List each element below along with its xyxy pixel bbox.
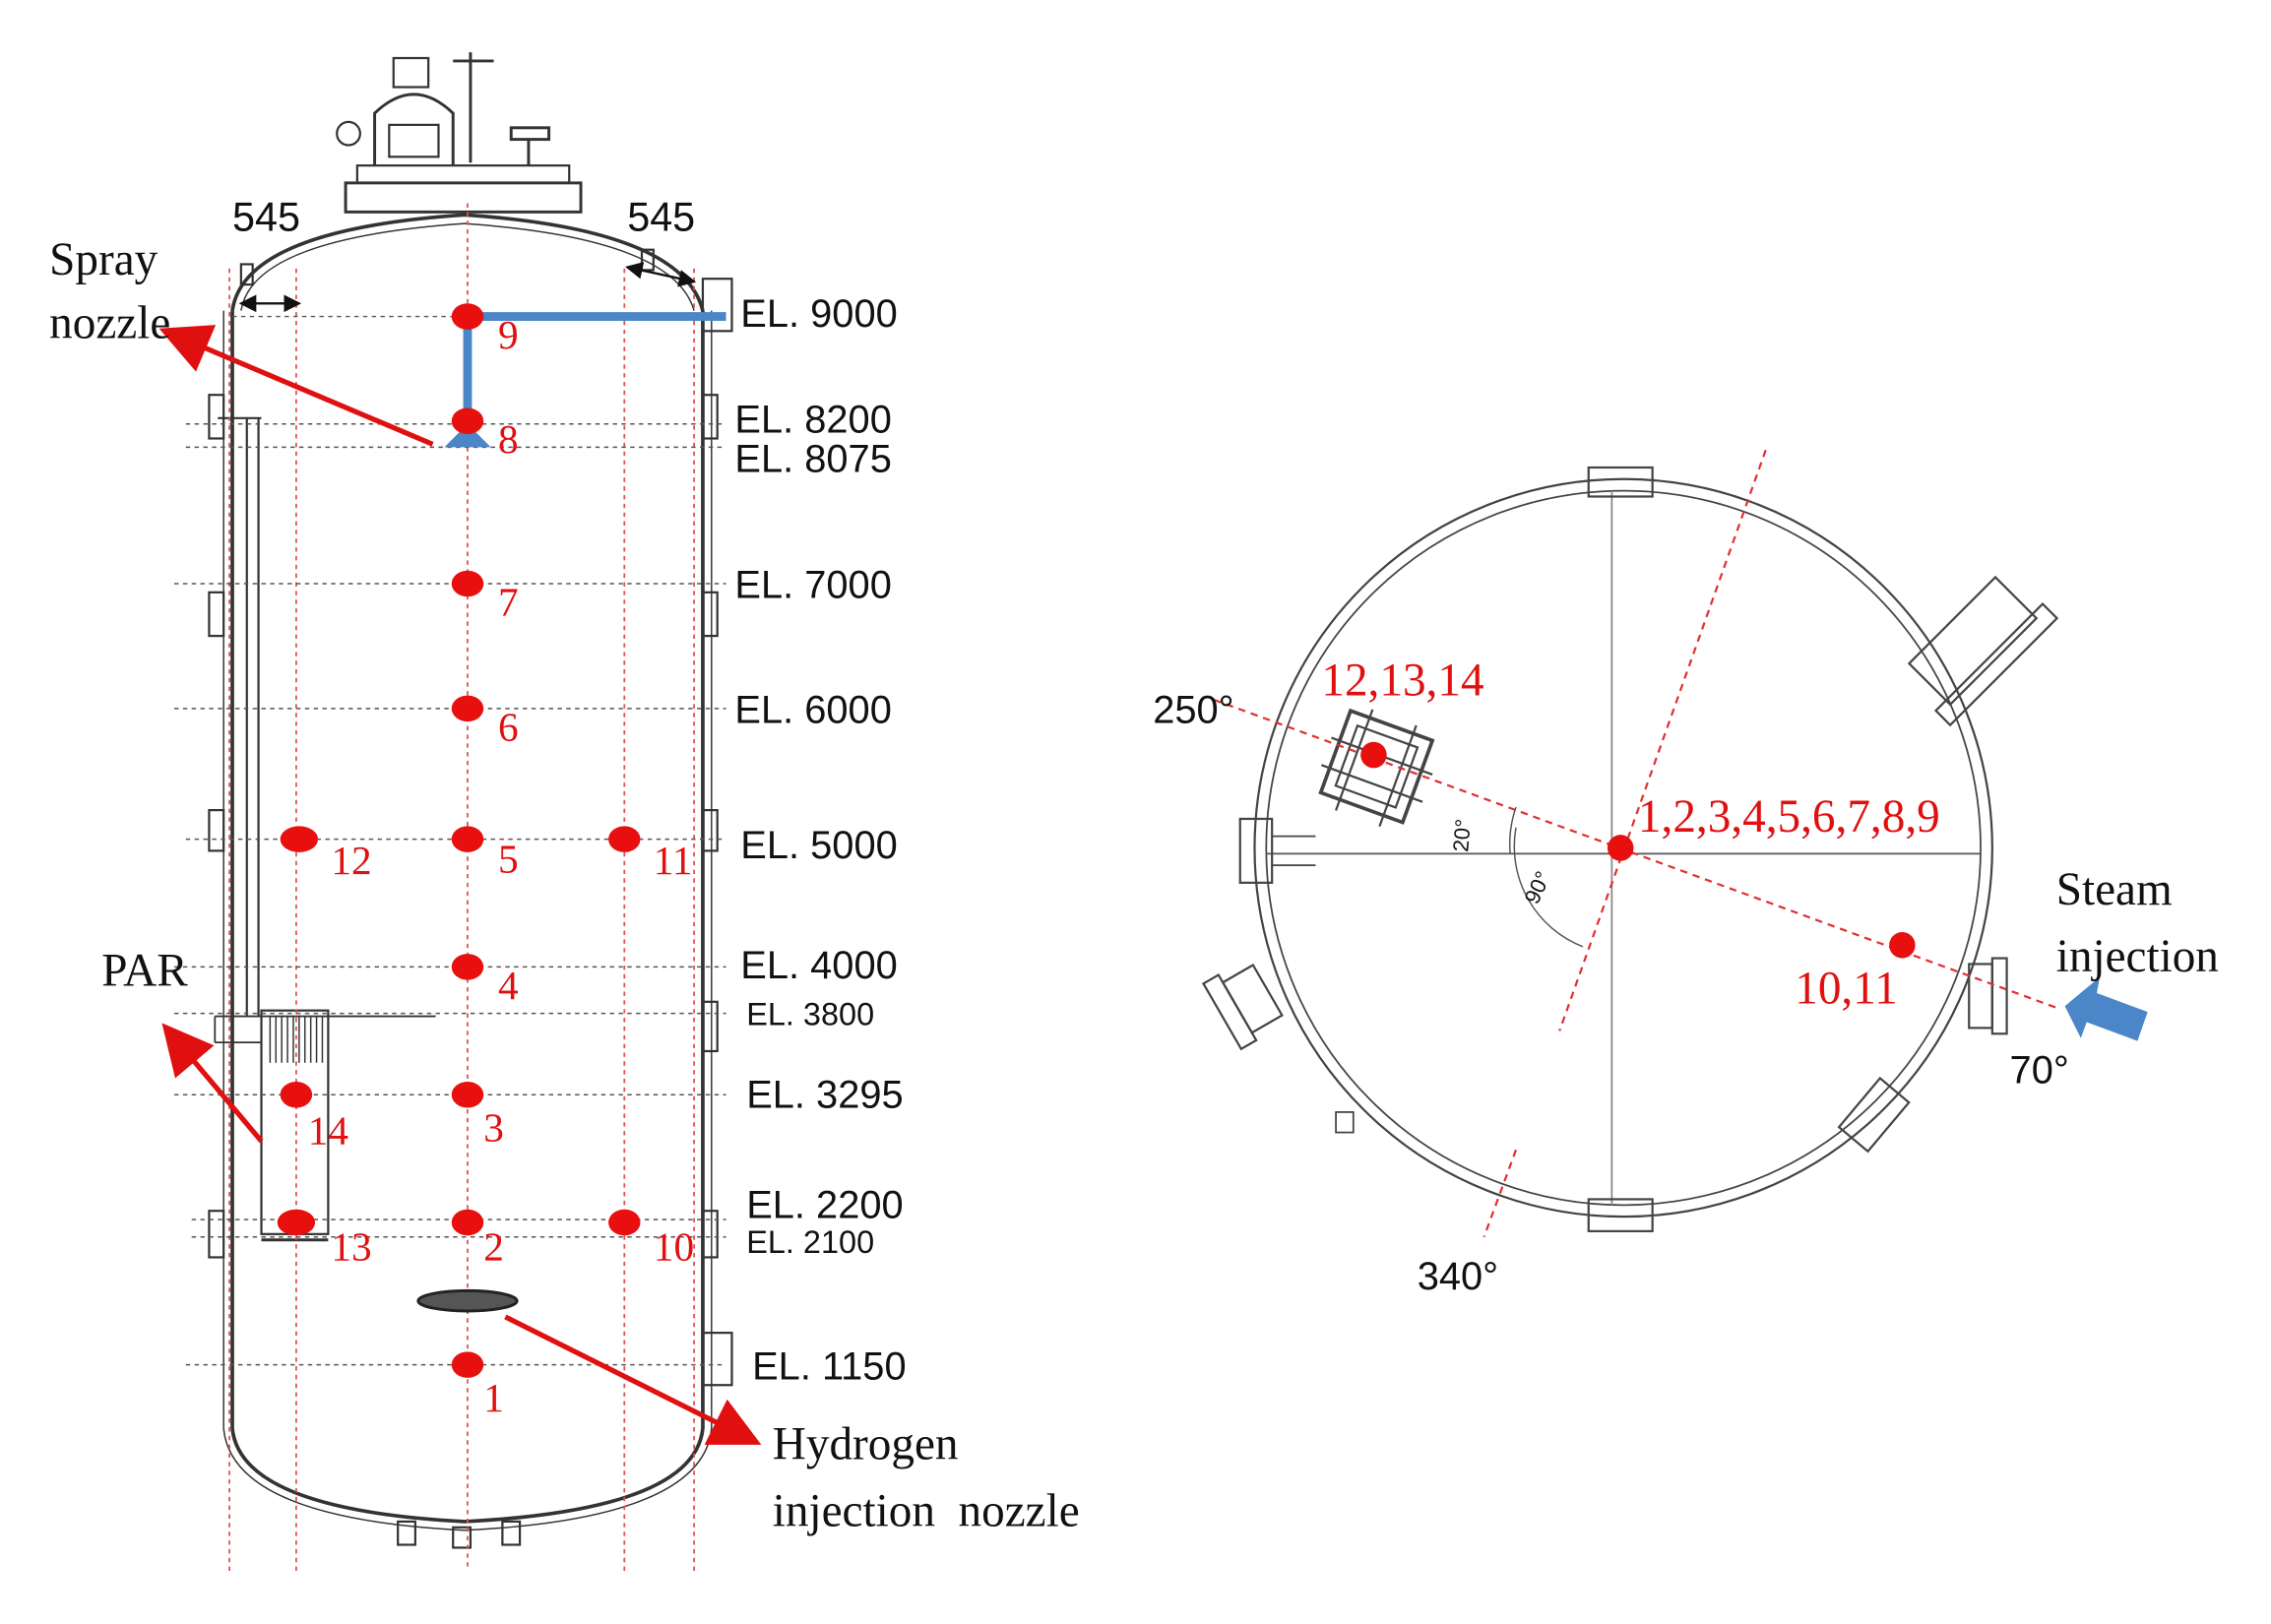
- par-callout: PAR: [101, 943, 188, 996]
- elevation-label: EL. 8200: [734, 398, 892, 442]
- sensor-label-7: 7: [497, 581, 519, 626]
- sensor-dot-9: [451, 303, 484, 330]
- side-sensors: [277, 303, 641, 1378]
- sensor-dot-2: [451, 1209, 484, 1236]
- small-angle-20: 20°: [1448, 818, 1477, 853]
- sensor-dot-8: [451, 407, 484, 435]
- angle-label-70: 70°: [2009, 1048, 2069, 1093]
- sensor-label-3: 3: [483, 1106, 504, 1152]
- side-view-vessel: [208, 52, 733, 1549]
- hydrogen-nozzle-disc: [416, 1288, 519, 1313]
- spray-callout-line1: Spray: [49, 232, 158, 285]
- dimension-right-label: 545: [627, 194, 696, 240]
- sensor-dot-13: [277, 1209, 316, 1236]
- elevation-label: EL. 2100: [746, 1223, 875, 1261]
- plan-group-label-10-11: 10,11: [1795, 961, 1898, 1014]
- sensor-label-1: 1: [483, 1376, 504, 1422]
- spray-callout-line2: nozzle: [49, 295, 171, 349]
- steam-callout-line1: Steam: [2055, 862, 2173, 915]
- elevation-label: EL. 6000: [734, 688, 892, 732]
- steam-injection-arrow: [2064, 976, 2148, 1041]
- plan-sensor-dot-10-11: [1889, 932, 1916, 959]
- sensor-label-5: 5: [497, 838, 519, 883]
- elevation-guides: [174, 315, 726, 1366]
- spray-nozzle-head: [444, 423, 491, 448]
- elevation-label: EL. 4000: [740, 943, 898, 988]
- angle-label-340: 340°: [1417, 1254, 1499, 1298]
- steam-callout-line2: injection: [2055, 929, 2219, 982]
- sensor-dot-14: [280, 1081, 313, 1108]
- sensor-label-2: 2: [483, 1224, 504, 1271]
- sensor-label-11: 11: [653, 839, 693, 885]
- sensor-dot-12: [280, 826, 319, 852]
- sensor-label-9: 9: [497, 313, 519, 359]
- elevation-label: EL. 8075: [734, 437, 892, 481]
- elevation-label: EL. 5000: [740, 823, 898, 867]
- plan-sensor-dot-12-13-14: [1360, 741, 1387, 769]
- sensor-label-12: 12: [331, 839, 372, 885]
- plan-sensor-dot-center: [1607, 835, 1634, 861]
- plan-angle-arcs: [1508, 806, 1584, 948]
- sensor-label-13: 13: [331, 1224, 372, 1271]
- elevation-label: EL. 2200: [746, 1183, 904, 1227]
- plan-group-label-center: 1,2,3,4,5,6,7,8,9: [1637, 789, 1940, 843]
- elevation-label: EL. 3295: [746, 1073, 904, 1117]
- angle-label-250: 250°: [1153, 688, 1234, 732]
- plan-sensors: [1360, 741, 1916, 959]
- elevation-label: EL. 1150: [752, 1343, 907, 1389]
- sensor-dot-11: [608, 826, 641, 852]
- elevation-label: EL. 7000: [734, 563, 892, 607]
- sensor-label-8: 8: [497, 417, 519, 464]
- sensor-dot-3: [451, 1081, 484, 1108]
- sensor-label-14: 14: [307, 1108, 349, 1155]
- sensor-dot-7: [451, 570, 484, 597]
- dimension-left-label: 545: [232, 194, 300, 240]
- hydrogen-callout-line2: injection nozzle: [772, 1483, 1080, 1536]
- sensor-label-10: 10: [653, 1224, 695, 1271]
- sensor-dot-4: [451, 954, 484, 980]
- dimension-arrows: [238, 262, 697, 313]
- plan-group-label-12-13-14: 12,13,14: [1321, 653, 1484, 706]
- sensor-dot-5: [451, 826, 484, 852]
- sensor-dot-6: [451, 695, 484, 722]
- elevation-label: EL. 9000: [740, 291, 898, 336]
- plan-angle-lines: [1213, 449, 2057, 1238]
- sensor-dot-10: [608, 1209, 641, 1236]
- sensor-dot-1: [451, 1351, 484, 1378]
- elevation-label: EL. 3800: [746, 995, 875, 1032]
- callout-arrows: [158, 325, 762, 1445]
- hydrogen-callout-line1: Hydrogen: [772, 1416, 959, 1469]
- plan-view-vessel: [1201, 466, 2059, 1232]
- par-recombiner-fins: [269, 1016, 324, 1063]
- sensor-label-4: 4: [497, 964, 519, 1010]
- sensor-label-6: 6: [497, 705, 519, 751]
